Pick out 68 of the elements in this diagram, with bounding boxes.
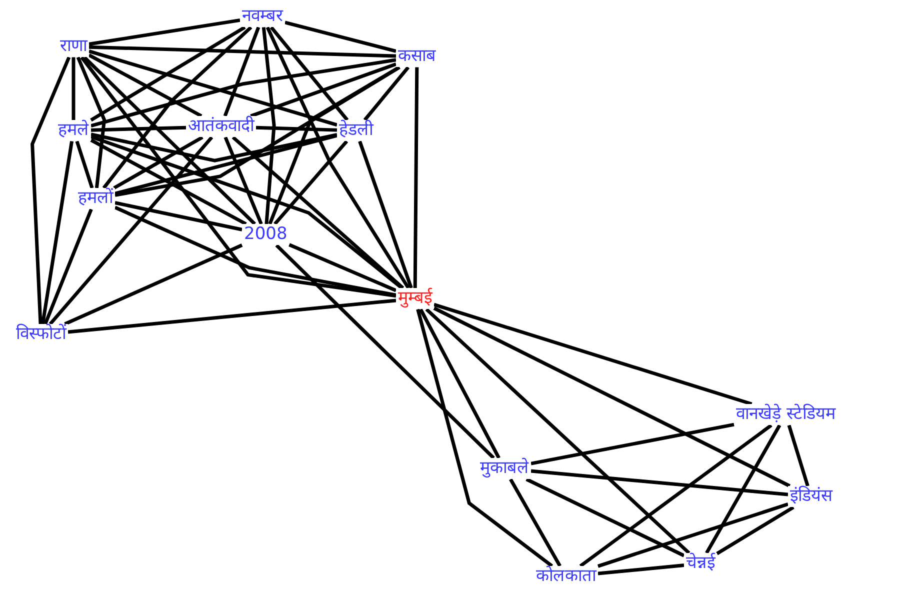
node-label: कसाब [396, 46, 438, 68]
connector-line [68, 298, 396, 334]
connector-line [262, 27, 276, 224]
connector-line [76, 56, 106, 188]
connector-line [75, 140, 94, 189]
node-label: इंडियंस [788, 486, 834, 508]
connector-line [90, 26, 246, 122]
connector-line [597, 502, 789, 568]
connector-line [530, 469, 788, 496]
connector-line [90, 126, 186, 132]
connector-line [419, 308, 500, 459]
connector-line [90, 58, 396, 128]
connector-line [88, 54, 202, 118]
connector-line [90, 138, 247, 226]
connector-line [579, 424, 772, 568]
connector-line [83, 56, 256, 226]
connector-line [416, 308, 554, 568]
connector-line [223, 26, 260, 117]
connector-line [268, 66, 400, 225]
connector-line [114, 66, 400, 197]
node-label: हमले [56, 120, 91, 142]
connector-line [433, 306, 791, 488]
connector-line [250, 62, 397, 118]
connector-line [64, 244, 243, 326]
connector-line [284, 20, 396, 53]
connector-line [425, 308, 690, 554]
connector-line [716, 506, 794, 556]
connector-line [787, 424, 810, 487]
connector-line [705, 424, 782, 554]
connector-line [88, 50, 338, 127]
node-label: आतंकवादी [186, 116, 256, 138]
connector-line [44, 208, 93, 325]
connector-line [270, 26, 349, 122]
connector-line [288, 243, 397, 292]
node-label: वानखेड़े स्टेडियम [734, 404, 838, 426]
connector-line [113, 136, 204, 190]
node-label: हेडली [337, 120, 375, 142]
connector-line [48, 136, 214, 326]
connector-line [433, 302, 752, 406]
connector-line [88, 45, 396, 58]
connector-line [114, 201, 242, 232]
connector-line [88, 18, 240, 46]
connector-line [256, 126, 338, 132]
connector-line [40, 140, 74, 324]
connector-line [114, 206, 396, 297]
connector-line [30, 56, 71, 324]
connector-line [530, 422, 734, 466]
connector-line [526, 478, 685, 558]
node-label: मुकाबले [478, 458, 531, 480]
connector-line [80, 56, 396, 298]
connector-line [598, 563, 684, 576]
connector-line [90, 132, 338, 162]
node-label: 2008 [242, 224, 290, 246]
node-label: मुम्बई [396, 288, 434, 310]
connector-line [275, 244, 495, 460]
connector-line [358, 140, 413, 289]
connector-line [72, 57, 76, 120]
node-label: हमलों [76, 188, 115, 210]
connector-line [274, 140, 348, 226]
connector-line [102, 26, 252, 190]
connector-line [90, 135, 403, 290]
connector-line [413, 67, 419, 288]
connector-line [114, 134, 338, 196]
connector-line [266, 26, 410, 289]
connector-line [363, 66, 410, 122]
connector-line [509, 478, 562, 567]
connector-line [232, 136, 404, 290]
connector-line [224, 136, 263, 225]
